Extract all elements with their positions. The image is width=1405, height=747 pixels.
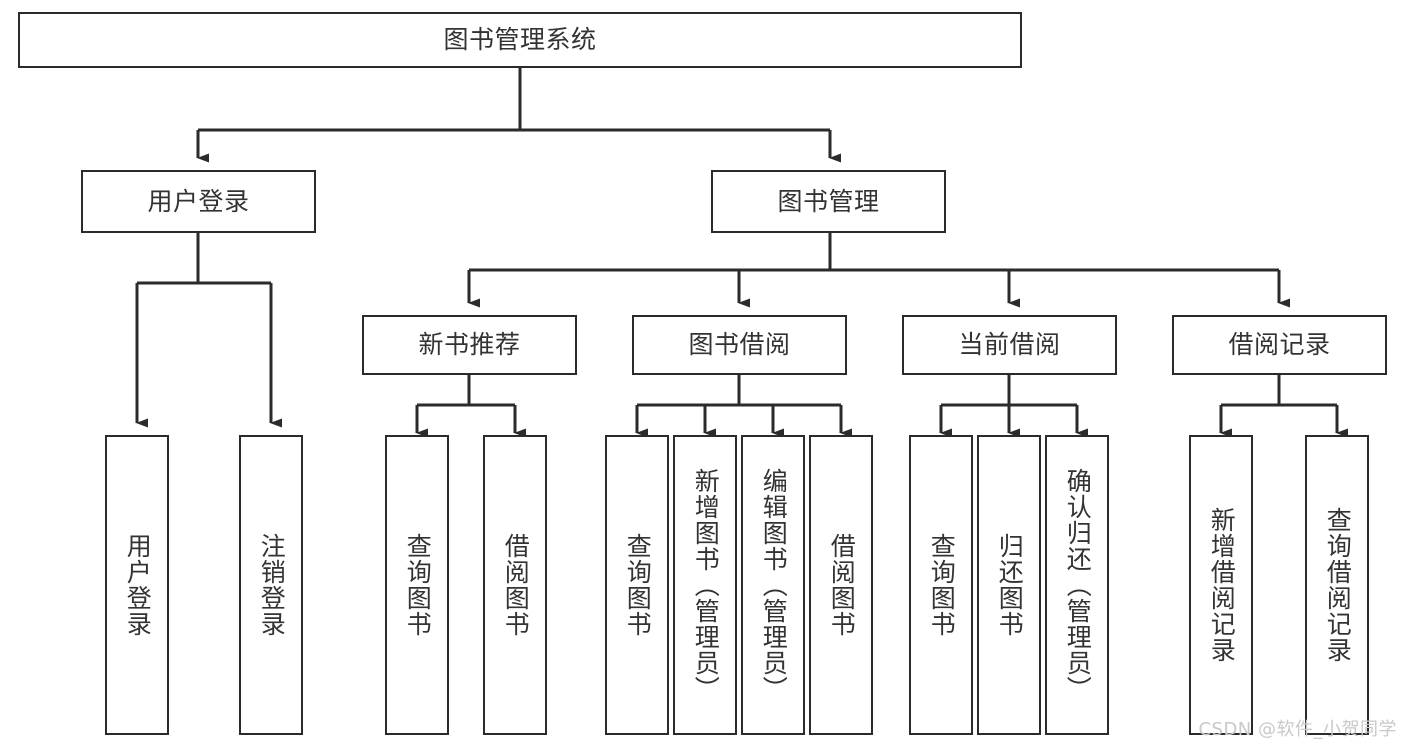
node-label: 借阅图书 — [501, 533, 531, 637]
leaf-records-add-record[interactable]: 新增借阅记录 — [1189, 435, 1253, 735]
leaf-user-login-login[interactable]: 用户登录 — [105, 435, 169, 735]
csdn-watermark: CSDN @软件_小贺同学 — [1198, 719, 1397, 740]
leaf-current-confirm-return-admin[interactable]: 确认归还（管理员） — [1045, 435, 1109, 735]
node-label: 归还图书 — [995, 533, 1025, 637]
node-label: 查询图书 — [927, 533, 957, 637]
node-label: 新书推荐 — [418, 330, 521, 359]
node-label: 编辑图书（管理员） — [759, 468, 789, 702]
node-label: 查询借阅记录 — [1323, 507, 1353, 663]
leaf-borrow-edit-book-admin[interactable]: 编辑图书（管理员） — [741, 435, 805, 735]
node-label: 用户登录 — [123, 533, 153, 637]
leaf-new-book-query[interactable]: 查询图书 — [385, 435, 449, 735]
leaf-records-query-record[interactable]: 查询借阅记录 — [1305, 435, 1369, 735]
leaf-borrow-query-book[interactable]: 查询图书 — [605, 435, 669, 735]
leaf-new-book-borrow[interactable]: 借阅图书 — [483, 435, 547, 735]
leaf-borrow-borrow-book[interactable]: 借阅图书 — [809, 435, 873, 735]
node-label: 图书借阅 — [688, 330, 791, 359]
node-label: 新增借阅记录 — [1207, 507, 1237, 663]
node-label: 当前借阅 — [958, 330, 1061, 359]
node-root-system[interactable]: 图书管理系统 — [18, 12, 1022, 68]
leaf-current-return-book[interactable]: 归还图书 — [977, 435, 1041, 735]
leaf-borrow-add-book-admin[interactable]: 新增图书（管理员） — [673, 435, 737, 735]
node-book-borrow[interactable]: 图书借阅 — [632, 315, 847, 375]
node-book-management[interactable]: 图书管理 — [711, 170, 946, 233]
node-user-login[interactable]: 用户登录 — [81, 170, 316, 233]
node-label: 查询图书 — [403, 533, 433, 637]
node-label: 确认归还（管理员） — [1063, 468, 1093, 702]
leaf-current-query-book[interactable]: 查询图书 — [909, 435, 973, 735]
node-current-borrow[interactable]: 当前借阅 — [902, 315, 1117, 375]
leaf-user-login-logout[interactable]: 注销登录 — [239, 435, 303, 735]
node-label: 查询图书 — [623, 533, 653, 637]
node-label: 图书管理 — [777, 186, 880, 216]
node-borrow-records[interactable]: 借阅记录 — [1172, 315, 1387, 375]
node-label: 图书管理系统 — [443, 25, 597, 54]
node-label: 借阅记录 — [1228, 330, 1331, 359]
node-label: 借阅图书 — [827, 533, 857, 637]
node-new-book-recommend[interactable]: 新书推荐 — [362, 315, 577, 375]
node-label: 新增图书（管理员） — [691, 468, 721, 702]
node-label: 注销登录 — [257, 533, 287, 637]
node-label: 用户登录 — [147, 186, 250, 216]
